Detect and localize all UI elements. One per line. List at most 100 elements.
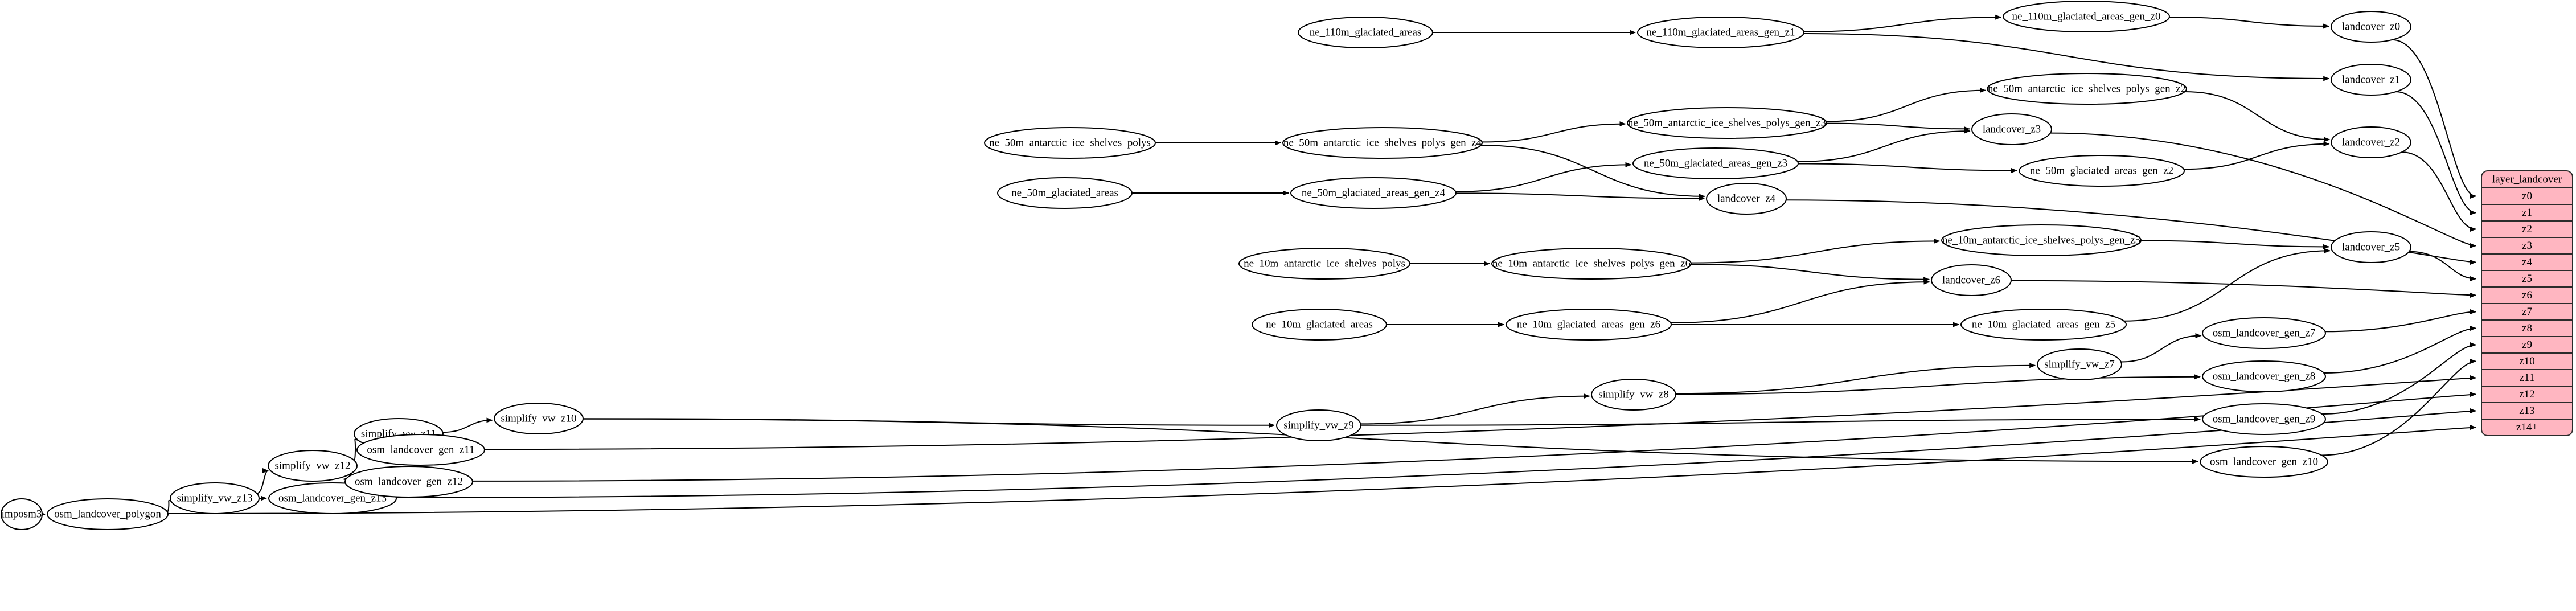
graph-node-ne_10m_glaciated_areas_gen_z5[interactable]: ne_10m_glaciated_areas_gen_z5 xyxy=(1960,309,2127,341)
node-ellipse xyxy=(2202,317,2326,349)
node-ellipse xyxy=(1290,177,1457,209)
node-ellipse xyxy=(1971,113,2052,145)
graph-node-osm_landcover_polygon[interactable]: osm_landcover_polygon xyxy=(47,498,169,530)
node-label: ne_50m_antarctic_ice_shelves_polys xyxy=(989,137,1151,149)
node-ellipse xyxy=(1637,17,1804,48)
graph-edge-ne_10m_glaciated_areas_gen_z6-to-landcover_z6 xyxy=(1670,279,1930,323)
layer-landcover-table: layer_landcover z0 z1 z2 z3 z4 z5 z6 z7 z8 z9 z10 z1… xyxy=(2481,170,2573,436)
graph-node-ne_10m_glaciated_areas[interactable]: ne_10m_glaciated_areas xyxy=(1252,309,1387,341)
table-row-z14plus[interactable]: z14+ xyxy=(2516,421,2538,433)
graph-node-landcover_z3[interactable]: landcover_z3 xyxy=(1971,113,2052,145)
graph-node-simplify_vw_z12[interactable]: simplify_vw_z12 xyxy=(268,450,358,482)
graph-edge-landcover_z4-to-layer_landcover_z4 xyxy=(1786,199,2476,265)
graph-node-ne_50m_antarctic_ice_shelves_polys_gen_z4[interactable]: ne_50m_antarctic_ice_shelves_polys_gen_z… xyxy=(1282,127,1483,159)
graph-node-landcover_z1[interactable]: landcover_z1 xyxy=(2331,64,2411,96)
node-label: ne_50m_antarctic_ice_shelves_polys_gen_z… xyxy=(1283,137,1482,149)
graph-node-landcover_z4[interactable]: landcover_z4 xyxy=(1706,183,1787,215)
node-ellipse xyxy=(2202,403,2326,435)
graph-node-ne_110m_glaciated_areas[interactable]: ne_110m_glaciated_areas xyxy=(1298,17,1433,48)
table-row-z13[interactable]: z13 xyxy=(2519,405,2534,417)
node-label: ne_10m_glaciated_areas xyxy=(1266,318,1373,330)
graph-node-ne_110m_glaciated_areas_gen_z0[interactable]: ne_110m_glaciated_areas_gen_z0 xyxy=(2003,1,2170,32)
table-row-z9[interactable]: z9 xyxy=(2522,339,2532,351)
graph-node-landcover_z2[interactable]: landcover_z2 xyxy=(2331,126,2411,158)
node-label: ne_50m_glaciated_areas_gen_z3 xyxy=(1644,157,1787,169)
node-ellipse xyxy=(268,450,358,482)
node-ellipse xyxy=(1298,17,1433,48)
graph-node-osm_landcover_gen_z9[interactable]: osm_landcover_gen_z9 xyxy=(2202,403,2326,435)
graph-edge-ne_50m_glaciated_areas_gen_z3-to-ne_50m_glaciated_areas_gen_z2 xyxy=(1798,163,2017,173)
table-row-z6[interactable]: z6 xyxy=(2522,289,2532,301)
graph-node-ne_50m_glaciated_areas[interactable]: ne_50m_glaciated_areas xyxy=(997,177,1133,209)
table-row-z12[interactable]: z12 xyxy=(2519,388,2534,400)
graph-node-ne_50m_glaciated_areas_gen_z2[interactable]: ne_50m_glaciated_areas_gen_z2 xyxy=(2019,155,2185,187)
node-label: ne_50m_glaciated_areas_gen_z2 xyxy=(2030,165,2173,177)
graph-node-ne_50m_antarctic_ice_shelves_polys_gen_z3[interactable]: ne_50m_antarctic_ice_shelves_polys_gen_z… xyxy=(1627,107,1827,139)
table-row-z3[interactable]: z3 xyxy=(2522,240,2532,252)
node-ellipse xyxy=(344,466,473,498)
node-label: ne_110m_glaciated_areas_gen_z0 xyxy=(2012,10,2161,22)
table-row-z5[interactable]: z5 xyxy=(2522,273,2532,285)
graph-node-osm_landcover_gen_z8[interactable]: osm_landcover_gen_z8 xyxy=(2202,360,2326,392)
node-ellipse xyxy=(356,434,485,466)
graph-edge-osm_landcover_gen_z12-to-layer_landcover_z12 xyxy=(472,392,2476,482)
table-row-z2[interactable]: z2 xyxy=(2522,223,2532,235)
graph-node-simplify_vw_z9[interactable]: simplify_vw_z9 xyxy=(1276,409,1361,441)
node-ellipse xyxy=(1941,224,2142,256)
graph-node-ne_10m_antarctic_ice_shelves_polys_gen_z5[interactable]: ne_10m_antarctic_ice_shelves_polys_gen_z… xyxy=(1941,224,2142,256)
graph-edge-landcover_z0-to-layer_landcover_z0 xyxy=(2392,39,2476,199)
graph-edge-ne_50m_antarctic_ice_shelves_polys_gen_z4-to-landcover_z4 xyxy=(1480,145,1705,199)
table-row-z0[interactable]: z0 xyxy=(2522,190,2532,202)
graph-node-ne_10m_glaciated_areas_gen_z6[interactable]: ne_10m_glaciated_areas_gen_z6 xyxy=(1506,309,1672,341)
graph-edge-landcover_z3-to-layer_landcover_z3 xyxy=(2050,132,2476,248)
graph-edge-ne_50m_glaciated_areas_gen_z2-to-landcover_z2 xyxy=(2184,141,2330,170)
graph-node-landcover_z0[interactable]: landcover_z0 xyxy=(2331,11,2411,43)
graph-node-ne_50m_glaciated_areas_gen_z4[interactable]: ne_50m_glaciated_areas_gen_z4 xyxy=(1290,177,1457,209)
node-label: simplify_vw_z8 xyxy=(1598,388,1669,400)
graph-node-ne_50m_antarctic_ice_shelves_polys_gen_z2[interactable]: ne_50m_antarctic_ice_shelves_polys_gen_z… xyxy=(1987,73,2187,105)
graph-edge-landcover_z2-to-layer_landcover_z2 xyxy=(2402,151,2476,232)
node-label: landcover_z3 xyxy=(1983,123,2041,135)
graph-node-ne_50m_glaciated_areas_gen_z3[interactable]: ne_50m_glaciated_areas_gen_z3 xyxy=(1632,147,1799,179)
graph-node-ne_110m_glaciated_areas_gen_z1[interactable]: ne_110m_glaciated_areas_gen_z1 xyxy=(1637,17,1804,48)
table-header-label: layer_landcover xyxy=(2492,173,2562,185)
node-ellipse xyxy=(1282,127,1483,159)
node-label: osm_landcover_gen_z9 xyxy=(2213,413,2315,425)
graph-node-ne_50m_antarctic_ice_shelves_polys[interactable]: ne_50m_antarctic_ice_shelves_polys xyxy=(984,127,1156,159)
node-label: osm_landcover_gen_z13 xyxy=(278,492,387,504)
graph-edge-ne_110m_glaciated_areas_gen_z1-to-ne_110m_glaciated_areas_gen_z0 xyxy=(1803,14,2002,32)
graph-edge-osm_landcover_gen_z7-to-layer_landcover_z7 xyxy=(2325,309,2476,333)
graph-edge-simplify_vw_z13-to-simplify_vw_z12 xyxy=(256,468,269,494)
graph-edge-ne_110m_glaciated_areas_gen_z0-to-landcover_z0 xyxy=(2169,17,2329,29)
graph-edge-osm_landcover_polygon-to-layer_landcover_z14_ xyxy=(167,425,2476,514)
table-row-z11[interactable]: z11 xyxy=(2520,372,2535,384)
graph-node-osm_landcover_gen_z12[interactable]: osm_landcover_gen_z12 xyxy=(344,466,473,498)
node-ellipse xyxy=(47,498,169,530)
node-ellipse xyxy=(1238,248,1410,280)
graph-node-simplify_vw_z13[interactable]: simplify_vw_z13 xyxy=(170,482,260,514)
graph-node-ne_10m_antarctic_ice_shelves_polys[interactable]: ne_10m_antarctic_ice_shelves_polys xyxy=(1238,248,1410,280)
graph-node-landcover_z5[interactable]: landcover_z5 xyxy=(2331,231,2411,263)
table-row-z8[interactable]: z8 xyxy=(2522,322,2532,334)
graph-node-osm_landcover_gen_z11[interactable]: osm_landcover_gen_z11 xyxy=(356,434,485,466)
graph-edge-landcover_z6-to-layer_landcover_z6 xyxy=(2011,280,2476,298)
graph-node-simplify_vw_z10[interactable]: simplify_vw_z10 xyxy=(494,403,584,434)
table-row-z7[interactable]: z7 xyxy=(2522,306,2532,318)
graph-node-osm_landcover_gen_z7[interactable]: osm_landcover_gen_z7 xyxy=(2202,317,2326,349)
table-row-z4[interactable]: z4 xyxy=(2522,256,2532,268)
graph-node-landcover_z6[interactable]: landcover_z6 xyxy=(1931,264,2012,296)
graph-edge-ne_50m_glaciated_areas_gen_z4-to-ne_50m_glaciated_areas_gen_z3 xyxy=(1455,162,1632,192)
node-ellipse xyxy=(2019,155,2185,187)
table-row-z10[interactable]: z10 xyxy=(2519,355,2534,367)
node-ellipse xyxy=(2202,360,2326,392)
graph-node-osm_landcover_gen_z10[interactable]: osm_landcover_gen_z10 xyxy=(2200,446,2328,478)
graph-node-ne_10m_antarctic_ice_shelves_polys_gen_z6[interactable]: ne_10m_antarctic_ice_shelves_polys_gen_z… xyxy=(1491,248,1692,280)
table-row-z1[interactable]: z1 xyxy=(2522,207,2532,219)
node-ellipse xyxy=(2200,446,2328,478)
graph-node-imposm3[interactable]: imposm3 xyxy=(1,498,43,530)
graph-node-simplify_vw_z7[interactable]: simplify_vw_z7 xyxy=(2037,348,2122,380)
graph-node-simplify_vw_z8[interactable]: simplify_vw_z8 xyxy=(1591,379,1676,411)
node-label: ne_10m_glaciated_areas_gen_z5 xyxy=(1972,318,2115,330)
node-ellipse xyxy=(1491,248,1692,280)
node-label: ne_110m_glaciated_areas xyxy=(1310,26,1422,38)
